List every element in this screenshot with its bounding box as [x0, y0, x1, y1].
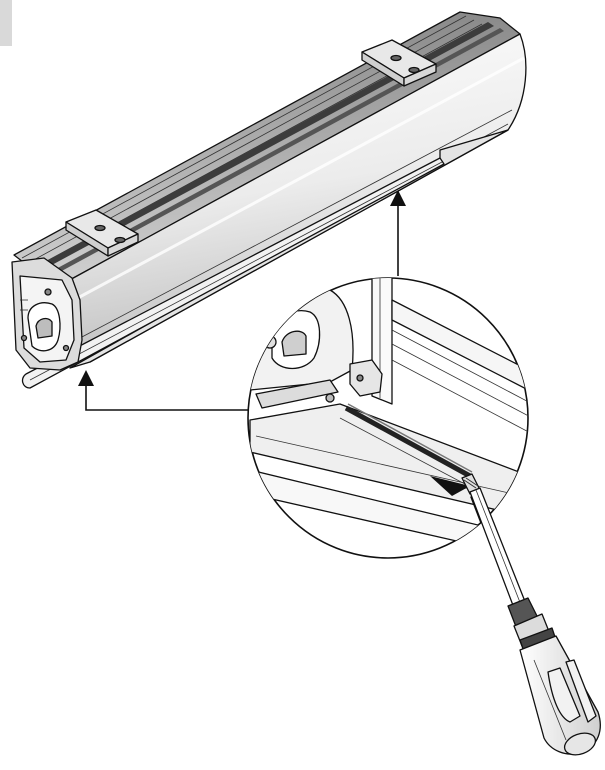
end-cap: [11, 257, 83, 371]
leader-arrow-left: [78, 370, 250, 411]
detail-magnifier-circle: [247, 277, 529, 559]
mounting-bracket-left: [65, 209, 139, 257]
page-corner-tab: [0, 0, 12, 46]
mounting-bracket-right: [361, 39, 437, 87]
screwdriver-icon: [461, 473, 601, 756]
